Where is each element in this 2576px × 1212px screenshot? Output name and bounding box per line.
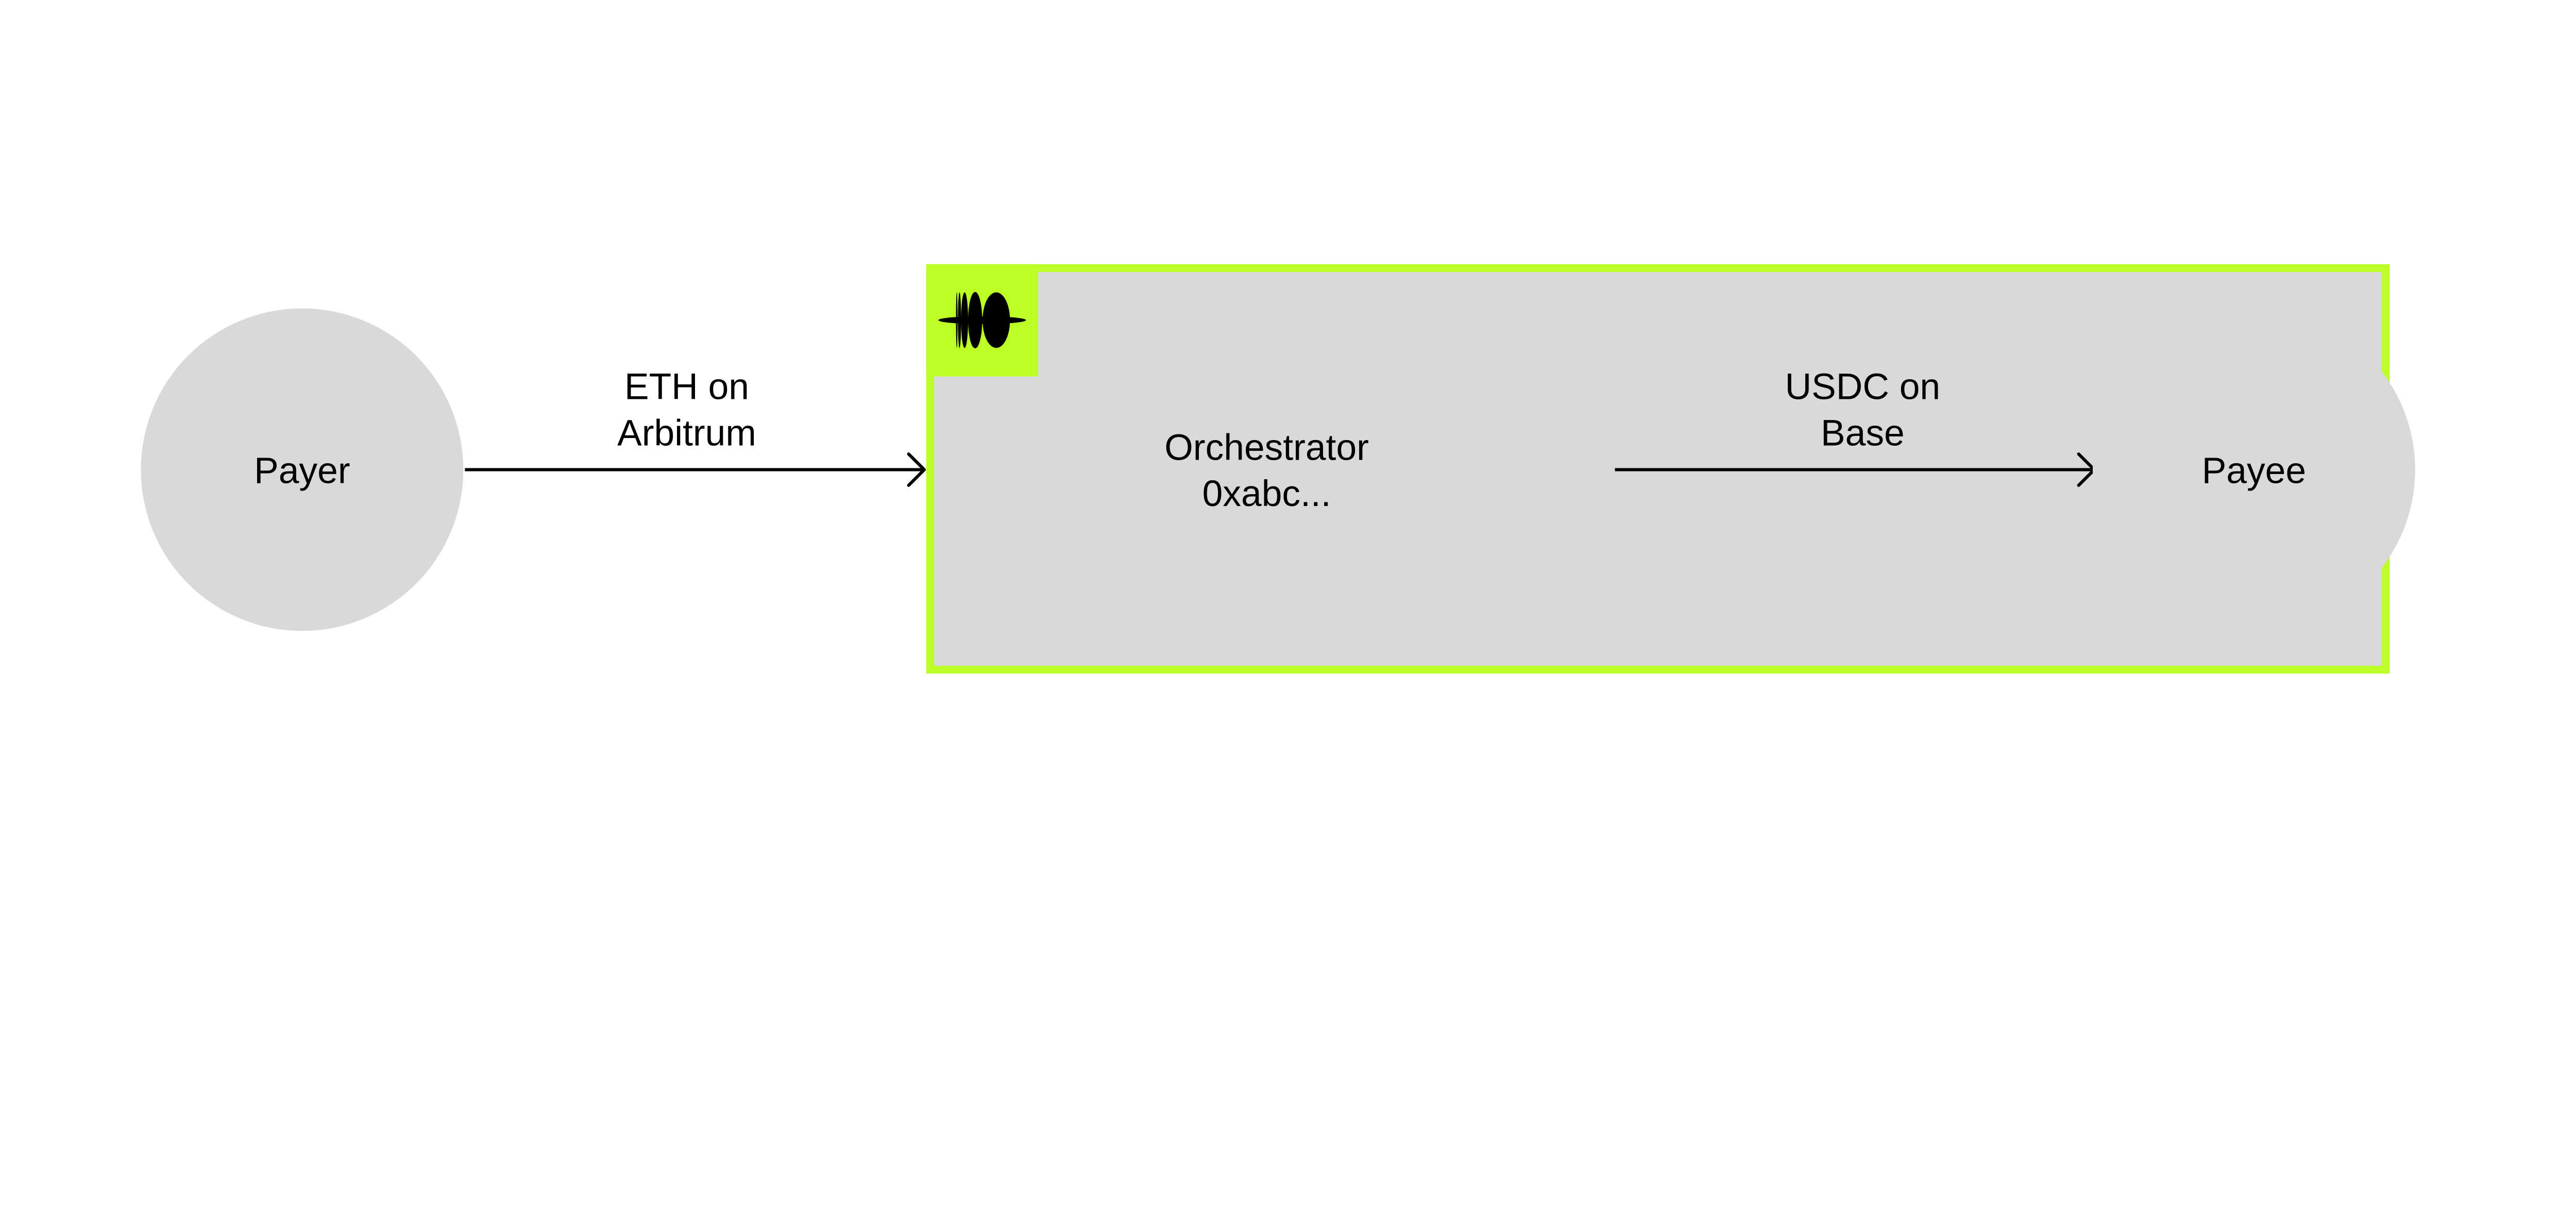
- edge-orchestrator-to-payee: USDC on Base: [1615, 366, 2096, 487]
- edge-label-line1: USDC on: [1785, 366, 1940, 408]
- orchestrator-address: 0xabc...: [1202, 473, 1331, 514]
- orchestrator-label: Orchestrator: [1164, 427, 1369, 468]
- edge-label-line2: Arbitrum: [617, 412, 756, 453]
- flow-diagram: Payer ETH on Arbitrum Orchestrator 0xabc…: [141, 264, 2415, 674]
- payee-circle: [2092, 308, 2415, 631]
- payee-node: Payee: [2092, 308, 2415, 631]
- edge-payer-to-orchestrator: ETH on Arbitrum: [465, 366, 926, 487]
- orchestrator-logo-icon: [938, 292, 1026, 348]
- edge-label-line1: ETH on: [624, 366, 749, 408]
- arrowhead-icon: [907, 452, 926, 487]
- payer-node: Payer: [141, 308, 464, 631]
- payer-circle: [141, 308, 464, 631]
- payee-label: Payee: [2202, 450, 2306, 491]
- payer-label: Payer: [254, 450, 350, 491]
- edge-label-line2: Base: [1821, 412, 1905, 453]
